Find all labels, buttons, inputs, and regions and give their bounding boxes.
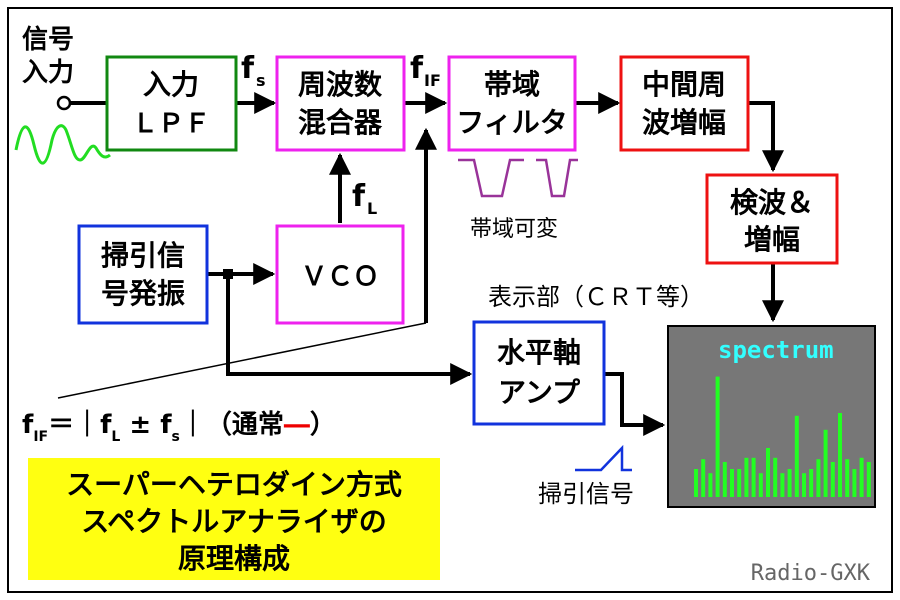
spectrum-bar [852,469,857,497]
spectrum-bar [715,376,720,497]
svg-text:f: f [352,179,366,214]
spectrum-bar [694,469,698,497]
svg-text:帯域: 帯域 [484,68,540,101]
svg-text:f: f [241,51,255,86]
spectrum-bar [787,469,792,497]
spectrum-bar [708,473,713,497]
wire-sweep-hamp [226,279,473,385]
signal-input-label-1: 信号 [22,25,74,55]
svg-text:IF: IF [424,71,441,90]
lpf-block: 入力 ＬＰＦ [105,55,238,152]
input-terminal [56,95,72,111]
wire-hamp-screen [604,372,666,436]
title-line-2: スペクトルアナライザの [81,505,386,538]
filter-response-curve-2 [536,158,578,198]
svg-text:混合器: 混合器 [298,106,383,139]
junction-dot [223,269,233,279]
display-caption: 表示部（ＣＲＴ等） [488,283,704,311]
svg-text:検波＆: 検波＆ [730,186,814,219]
formula: fIF＝｜fL ± fs｜（通常―） [22,409,336,445]
svg-text:ＬＰＦ: ＬＰＦ [132,109,210,139]
horizontal-amp-block: 水平軸 アンプ [472,320,606,426]
svg-text:フィルタ: フィルタ [456,106,567,139]
if-amp-block: 中間周 波増幅 [619,55,750,152]
vco-block: ＶＣＯ [275,224,405,325]
svg-text:ＶＣＯ: ＶＣＯ [301,262,379,292]
spectrum-bar [816,459,821,497]
variable-band-caption: 帯域可変 [470,217,558,242]
detector-block: 検波＆ 増幅 [705,173,839,265]
credit-text: Radio-GXK [751,561,871,586]
spectrum-bar [722,462,727,497]
svg-text:周波数: 周波数 [298,68,383,101]
spectrum-bar [794,415,799,497]
spectrum-bar [758,473,763,497]
mixer-block: 周波数 混合器 [275,55,406,152]
svg-text:s: s [256,71,266,90]
signal-input-label-2: 入力 [22,58,74,88]
svg-text:中間周: 中間周 [642,68,726,101]
fs-label: f s [241,51,266,90]
spectrum-bar [859,457,864,497]
fif-label: f IF [410,51,441,90]
spectrum-bar [809,469,814,497]
spectrum-bar [773,457,778,497]
spectrum-bar [701,459,706,497]
sweep-oscillator-block: 掃引信 号発振 [77,224,209,325]
svg-text:号発振: 号発振 [101,277,185,310]
svg-text:掃引信: 掃引信 [101,239,185,272]
svg-text:波増幅: 波増幅 [642,106,726,139]
spectrum-bar [751,457,756,497]
spectrum-bar [866,462,871,497]
spectrum-bar [830,462,835,497]
wire-ifamp-detector [748,101,784,173]
spectrum-bar [845,459,850,497]
svg-text:水平軸: 水平軸 [497,336,581,369]
svg-text:入力: 入力 [143,68,199,101]
spectrum-bar [802,473,806,497]
spectrum-bar [823,429,828,497]
svg-text:L: L [367,199,377,218]
spectrum-title: spectrum [718,336,834,364]
sweep-ramp-waveform [575,444,632,472]
spectrum-bar [744,457,749,497]
title-line-3: 原理構成 [178,542,290,575]
bpf-block: 帯域 フィルタ [447,55,577,152]
spectrum-bar [838,413,842,497]
svg-text:増幅: 増幅 [744,223,800,256]
filter-response-curve-1 [458,158,524,198]
title-line-1: スーパーヘテロダイン方式 [66,468,402,501]
title-box [28,458,440,580]
svg-text:f: f [410,51,424,86]
input-waveform [14,124,111,165]
formula-leader-line [57,322,427,399]
svg-text:アンプ: アンプ [498,376,581,409]
spectrum-bars [694,376,871,497]
spectrum-bar [737,469,742,497]
spectrum-bar [780,473,785,497]
fl-label: f L [352,179,377,218]
spectrum-bar [730,469,734,497]
sweep-signal-label: 掃引信号 [538,480,634,508]
spectrum-bar [766,448,770,497]
